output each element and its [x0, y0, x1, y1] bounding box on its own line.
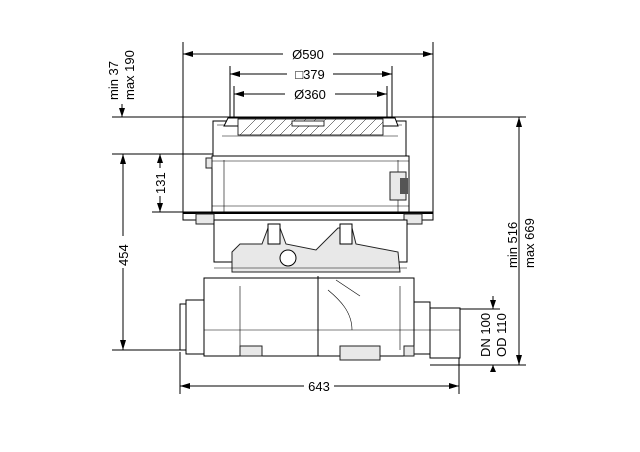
min-total-label: min 516 [505, 222, 520, 268]
dimension-frame-square: □379 [229, 66, 393, 122]
height-131-label: 131 [153, 172, 168, 194]
dimension-pipe-size: DN 100 OD 110 [430, 296, 509, 372]
dimension-width-643: 643 [179, 352, 460, 394]
outer-diameter-label: Ø590 [292, 47, 324, 62]
width-643-label: 643 [308, 379, 330, 394]
dimension-grate-diameter: Ø360 [233, 86, 388, 122]
top-grating [212, 117, 407, 162]
flange [182, 211, 434, 225]
max-total-label: max 669 [522, 218, 537, 268]
od-pipe-label: OD 110 [494, 313, 509, 357]
frame-square-label: □379 [295, 67, 325, 82]
height-454-label: 454 [116, 244, 131, 266]
dn-pipe-label: DN 100 [478, 313, 493, 357]
dimension-top-adjustment: min 37 max 190 [106, 50, 526, 118]
min-top-label: min 37 [106, 61, 121, 100]
upper-frame [205, 155, 410, 213]
max-top-label: max 190 [122, 50, 137, 100]
lower-body [179, 276, 461, 361]
middle-body [213, 219, 408, 273]
dimension-height-131: 131 [152, 153, 212, 213]
dimension-height-454: 454 [112, 153, 218, 351]
dimension-outer-diameter: Ø590 [182, 42, 434, 214]
grate-diameter-label: Ø360 [294, 87, 326, 102]
